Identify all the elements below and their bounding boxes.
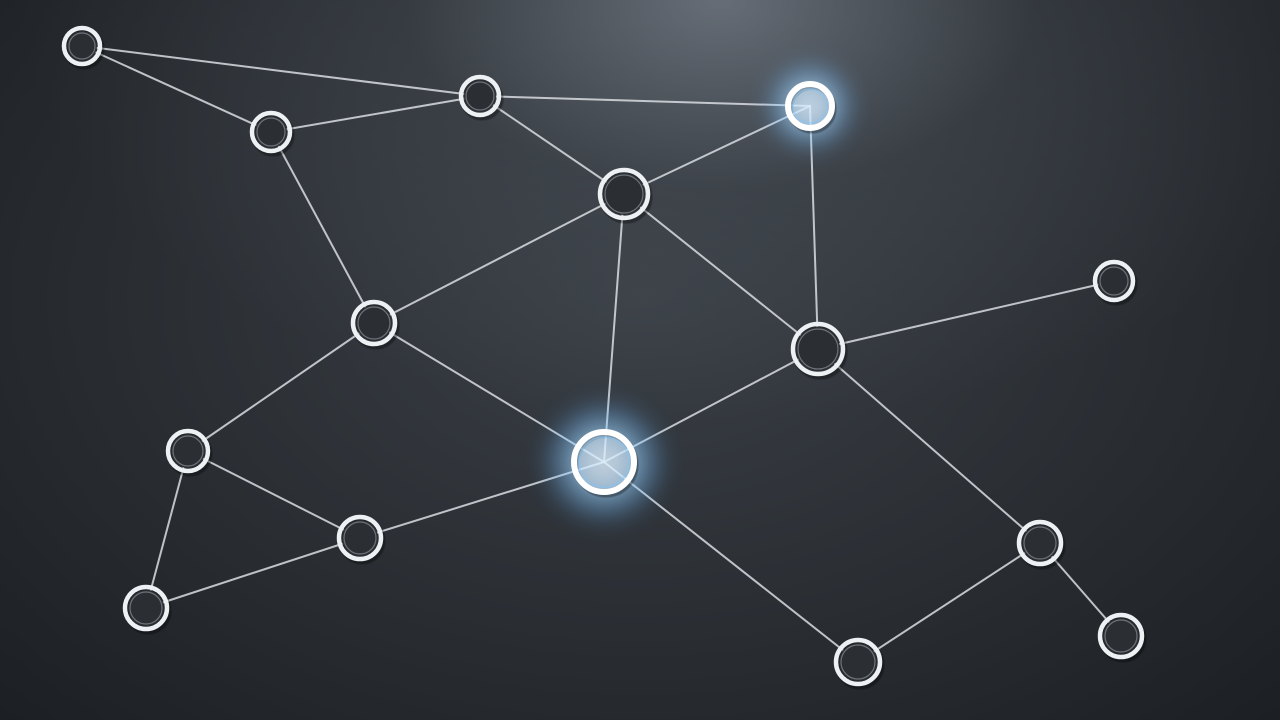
graph-node xyxy=(350,299,398,347)
node-inner-ring xyxy=(68,32,96,60)
graph-edge xyxy=(817,280,1115,350)
node-inner-ring xyxy=(465,81,495,111)
graph-node xyxy=(165,428,211,474)
node-inner-ring xyxy=(578,436,630,488)
node-glow xyxy=(761,57,859,155)
graph-node xyxy=(61,25,103,67)
graph-edge xyxy=(817,348,1041,544)
graph-edge xyxy=(81,45,272,133)
node-center xyxy=(342,520,378,556)
node-inner-ring xyxy=(840,644,876,680)
graph-node xyxy=(790,321,846,377)
graph-edge xyxy=(270,95,481,133)
graph-node xyxy=(336,514,384,562)
node-inner-ring xyxy=(357,306,391,340)
node-center xyxy=(128,590,164,626)
graph-node xyxy=(1092,259,1136,303)
node-inner-ring xyxy=(1099,266,1129,296)
graph-node xyxy=(1016,519,1064,567)
graph-node xyxy=(122,584,170,632)
node-center xyxy=(67,31,97,61)
graph-edge xyxy=(479,95,811,107)
node-center xyxy=(577,435,631,489)
graph-edge xyxy=(479,95,625,195)
graph-edge xyxy=(81,45,481,97)
graph-edge xyxy=(623,193,819,350)
graph-node xyxy=(249,110,293,154)
node-center xyxy=(796,327,840,371)
graph-nodes xyxy=(61,25,1147,690)
node-glow xyxy=(538,396,670,528)
node-glows xyxy=(538,57,859,528)
node-center xyxy=(1103,618,1139,654)
node-center xyxy=(1022,525,1058,561)
graph-node xyxy=(833,637,883,687)
graph-edge xyxy=(145,450,189,609)
node-center xyxy=(1098,265,1130,297)
graph-edge xyxy=(270,131,375,324)
node-center xyxy=(839,643,877,681)
graph-edge xyxy=(187,322,375,452)
node-inner-ring xyxy=(343,521,377,555)
node-inner-ring xyxy=(256,117,286,147)
node-inner-ring xyxy=(604,174,644,214)
graph-edge xyxy=(857,542,1041,663)
node-center xyxy=(603,173,645,215)
node-center xyxy=(255,116,287,148)
node-inner-ring xyxy=(1023,526,1057,560)
node-inner-ring xyxy=(792,88,828,124)
node-inner-ring xyxy=(797,328,839,370)
graph-edge xyxy=(373,193,625,324)
graph-node xyxy=(1097,612,1145,660)
glowing-node xyxy=(571,429,637,495)
node-center xyxy=(356,305,392,341)
graph-node xyxy=(597,167,651,221)
node-center xyxy=(464,80,496,112)
node-center xyxy=(171,434,205,468)
graph-edges xyxy=(81,45,1122,663)
node-inner-ring xyxy=(1104,619,1138,653)
graph-edge xyxy=(145,537,361,609)
graph-node xyxy=(458,74,502,118)
node-inner-ring xyxy=(129,591,163,625)
node-inner-ring xyxy=(172,435,204,467)
graph-edge xyxy=(187,450,361,539)
node-center xyxy=(791,87,829,125)
glowing-node xyxy=(785,81,835,131)
